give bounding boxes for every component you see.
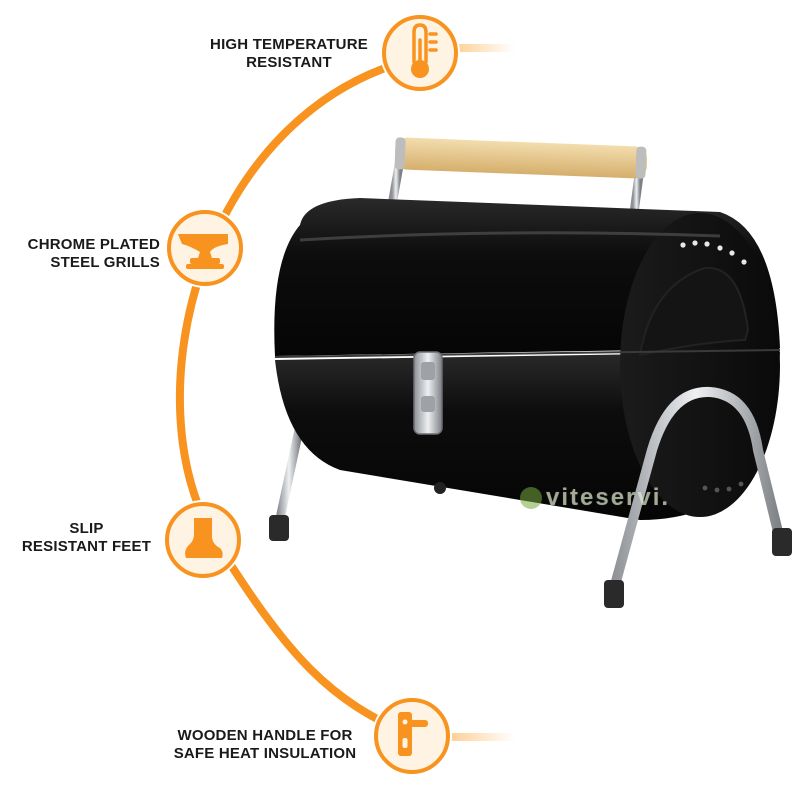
feature-badge-4 [372,696,452,776]
accent-fade-top [445,44,515,52]
feature-label-1-line1: HIGH TEMPERATURE [210,36,368,53]
feature-label-2-line1: CHROME PLATED [27,236,160,253]
feature-label-3: SLIP RESISTANT FEET [14,520,159,556]
bbq-grill-image [269,137,792,608]
door-handle-icon [398,712,428,756]
watermark: viteservi. [520,484,670,512]
front-leg-frame [607,386,785,601]
feature-label-4: WOODEN HANDLE FOR SAFE HEAT INSULATION [160,727,370,763]
feature-label-2-line2: STEEL GRILLS [50,254,160,271]
feature-label-3-line1: SLIP [69,520,104,537]
feature-label-1: HIGH TEMPERATURE RESISTANT [190,36,388,72]
wooden-handle [394,137,648,179]
feature-badge-3 [163,500,243,580]
latch [413,351,443,435]
watermark-badge-icon [520,487,542,509]
feature-label-4-line1: WOODEN HANDLE FOR [177,727,353,744]
feature-label-4-line2: SAFE HEAT INSULATION [173,745,357,762]
feature-label-3-line2: RESISTANT FEET [21,538,152,555]
feature-badge-1 [380,13,460,93]
feature-label-2: CHROME PLATED STEEL GRILLS [8,236,160,272]
connector-arc [176,54,422,739]
feature-badge-2 [165,208,245,288]
accent-fade-bottom [440,733,515,741]
watermark-text: viteservi. [546,484,671,511]
thermometer-icon [411,23,438,78]
anvil-icon [178,234,228,269]
feature-label-1-line2: RESISTANT [246,54,332,71]
foot-icon [185,518,223,558]
